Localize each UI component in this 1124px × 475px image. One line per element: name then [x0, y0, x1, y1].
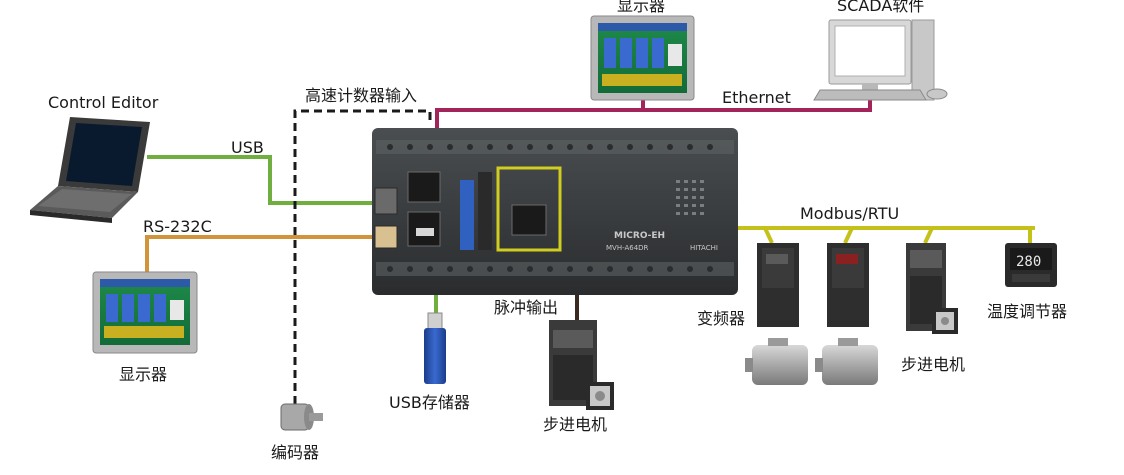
usb-stick-icon: [424, 312, 446, 384]
laptop-icon: [30, 117, 150, 223]
plc-brand-text: MICRO-EH: [614, 231, 665, 241]
temperature-readout: 280: [1016, 254, 1041, 270]
plc-icon: MICRO-EH MVH-A64DR HITACHI: [372, 128, 738, 295]
plc-maker-text: HITACHI: [690, 244, 718, 252]
inverter-label: 变频器: [697, 309, 745, 328]
modbus-drop-3: [923, 227, 934, 244]
usb-storage-label: USB存储器: [389, 393, 470, 412]
ac-motor-icon: [745, 338, 808, 385]
temperature-controller-label: 温度调节器: [987, 302, 1067, 321]
pulse-output-label: 脉冲输出: [494, 298, 558, 317]
inverter-icon: [757, 243, 799, 327]
stepper-motor-right-label: 步进电机: [901, 355, 965, 374]
inverter-icon: [827, 243, 869, 327]
modbus-drop-2: [843, 227, 854, 244]
stepper-motor-icon: [932, 308, 958, 334]
ac-motor-icon: [815, 338, 878, 385]
temperature-controller-icon: 280: [1005, 243, 1057, 287]
ethernet-label: Ethernet: [722, 88, 791, 107]
usb-connection-line: [147, 155, 400, 205]
scada-label: SCADA软件: [837, 0, 924, 15]
encoder-dashed-line: [293, 109, 432, 405]
high-speed-counter-label: 高速计数器输入: [305, 86, 417, 105]
touch-panel-icon: [92, 271, 198, 354]
control-editor-label: Control Editor: [48, 93, 159, 112]
display-top-label: 显示器: [617, 0, 665, 15]
touch-panel-icon: [590, 15, 695, 101]
encoder-icon: [280, 403, 323, 431]
stepper-motor-bottom-label: 步进电机: [543, 415, 607, 434]
modbus-drop-1: [763, 227, 774, 244]
desktop-pc-icon: [813, 19, 948, 101]
plc-model-text: MVH-A64DR: [606, 244, 649, 252]
encoder-label: 编码器: [271, 443, 319, 462]
usb-label: USB: [231, 138, 264, 157]
modbus-label: Modbus/RTU: [800, 204, 899, 223]
display-left-label: 显示器: [119, 365, 167, 384]
rs232c-connection-line: [145, 235, 400, 272]
rs232c-label: RS-232C: [143, 217, 212, 236]
stepper-motor-icon: [586, 382, 614, 410]
